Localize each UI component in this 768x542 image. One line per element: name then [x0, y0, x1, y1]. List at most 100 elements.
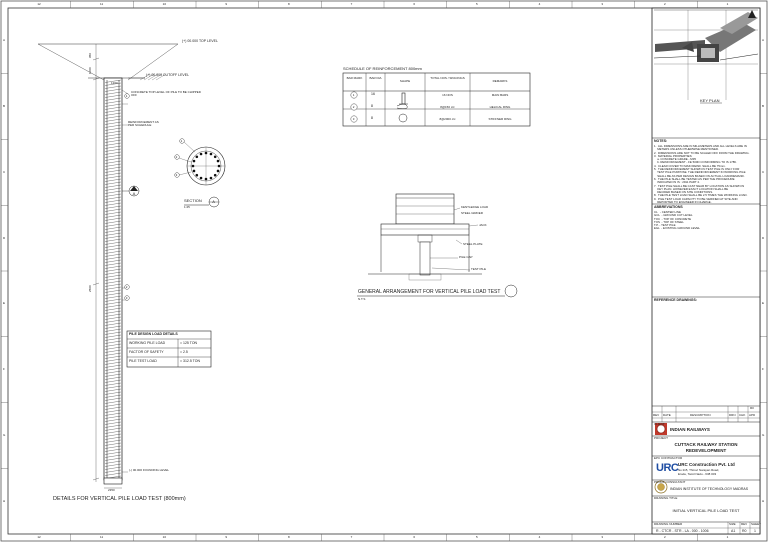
- section-bar-mark: 2: [175, 154, 178, 159]
- pile-hatch-line: [104, 133, 122, 137]
- pile-hatch-line: [104, 214, 122, 218]
- pile-hatch-line: [104, 310, 122, 314]
- pile-hatch-line: [104, 385, 122, 389]
- pile-hatch-line: [104, 118, 122, 122]
- pile-hatch-line: [104, 139, 122, 143]
- note-item: REPORTED TO ENGINEER IN CHARGE.: [654, 200, 712, 205]
- pile-hatch-line: [104, 454, 122, 458]
- grid-label: E: [762, 301, 765, 306]
- pile-hatch-line: [104, 451, 122, 455]
- size-label: SIZE: [729, 522, 736, 526]
- section-main-bar: [192, 169, 196, 173]
- pile-hatch-line: [104, 367, 122, 371]
- abbreviation-item: T.P. - TEST PILE: [654, 223, 676, 228]
- drawing-number: R - CTCR - STR - LA - 000 - 1006: [656, 528, 709, 533]
- grid-label: 3: [601, 1, 603, 6]
- grid-label: C: [762, 169, 765, 174]
- schedule-header: SHAPE: [399, 79, 411, 83]
- pile-hatch-line: [104, 334, 122, 338]
- pile-hatch-line: [104, 196, 122, 200]
- pile-hatch-line: [104, 352, 122, 356]
- grid-label: 9: [225, 1, 227, 6]
- pile-hatch-line: [104, 199, 122, 203]
- reinforcement-schedule: [342, 72, 531, 127]
- pile-hatch-line: [104, 136, 122, 140]
- pile-hatch-line: [104, 349, 122, 353]
- section-main-bar: [191, 164, 195, 168]
- pile-hatch-line: [104, 448, 122, 452]
- note-item: 5. THE REINFORCEMENT SHOWN IN TEST PILE …: [654, 167, 740, 172]
- pile-hatch-line: [104, 364, 122, 368]
- general-arrangement-drawing: [357, 193, 518, 298]
- size-value: A1: [731, 528, 736, 533]
- abbreviation-item: GCL - GROUND CUT LEVEL: [654, 213, 693, 218]
- pile-hatch-line: [104, 112, 122, 116]
- abbreviation-item: TOS - TOP OF STEEL: [654, 219, 684, 224]
- pile-hatch-line: [104, 97, 122, 101]
- pile-hatch-line: [104, 445, 122, 449]
- pile-hatch-line: [104, 424, 122, 428]
- note-item: 9. PILE TEST LOAD CAPACITY TO BE VERIFIE…: [654, 196, 738, 201]
- pile-hatch-line: [104, 331, 122, 335]
- pile-hatch-line: [104, 301, 122, 305]
- pile-hatch-line: [104, 151, 122, 155]
- section-bar-mark: 1: [180, 138, 183, 143]
- pile-load-table: [126, 330, 212, 368]
- drawing-number-label: DRAWING NUMBER: [654, 522, 683, 526]
- schedule-row-remarks: HELICAL RING: [489, 105, 511, 109]
- schedule-header: BAR DIA: [369, 76, 382, 80]
- schedule-row-dia: 16: [371, 92, 375, 96]
- pile-hatch-line: [104, 100, 122, 104]
- rev-value: R0: [742, 528, 747, 533]
- ga-scale: N.T.S: [358, 297, 366, 301]
- note-item: METERS UNLESS OTHERWISE MENTIONED.: [654, 147, 719, 152]
- pile-hatch-line: [104, 190, 122, 194]
- pile-hatch-line: [104, 400, 122, 404]
- cutoff-level-label: (+) 00.000 CUTOFF LEVEL: [146, 73, 190, 77]
- pile-elevation: A: [37, 43, 179, 489]
- dim-1000: 1000: [88, 67, 92, 74]
- grid-label: 8: [288, 534, 290, 539]
- pile-hatch-line: [104, 409, 122, 413]
- grid-label: D: [3, 235, 6, 240]
- pile-hatch-line: [104, 283, 122, 287]
- pile-hatch-line: [104, 157, 122, 161]
- key-plan-label: KEY PLAN: [700, 98, 720, 103]
- pile-hatch-line: [104, 286, 122, 290]
- pile-load-row-value: = 125 TON: [180, 341, 198, 345]
- pile-hatch-line: [104, 322, 122, 326]
- notes-list: 1. ALL DIMENSIONS ARE IN MILLIMETERS AND…: [654, 144, 758, 205]
- rev-header: DESCRIPTION: [690, 412, 711, 417]
- consultant-label: PROOF CONSULTANT: [654, 479, 686, 484]
- grid-label: G: [762, 432, 765, 437]
- pile-hatch-line: [104, 142, 122, 146]
- section-main-bar: [216, 169, 220, 173]
- pile-hatch-line: [104, 238, 122, 242]
- grid-label: A: [762, 38, 765, 43]
- grid-label: 7: [350, 534, 353, 539]
- pile-dim-1200: 1200: [111, 81, 118, 85]
- section-main-bar: [192, 159, 196, 163]
- project-line-1: CUTTACK RAILWAY STATION: [674, 442, 738, 447]
- grid-label: 1: [726, 1, 729, 6]
- schedule-header: BAR MARK: [346, 76, 363, 80]
- grid-label: 9: [225, 534, 227, 539]
- pile-hatch-line: [104, 148, 122, 152]
- section-main-bar: [204, 151, 208, 155]
- pile-hatch-line: [104, 379, 122, 383]
- grid-label: 11: [100, 534, 104, 539]
- pile-detail-title: DETAILS FOR VERTICAL PILE LOAD TEST (800…: [53, 496, 186, 502]
- section-scale: 1:25: [184, 205, 190, 209]
- pile-load-row-value: = 312.5 TON: [180, 359, 201, 363]
- schedule-header: TOTAL NOS / SPACINGS: [430, 76, 465, 80]
- dim-2500: 2500: [88, 285, 92, 292]
- founding-level-label: (-) 00.000 FOUNDING LEVEL: [129, 468, 170, 472]
- schedule-title: SCHEDULE OF REINFORCEMENT 800mm: [343, 66, 422, 71]
- pile-hatch-line: [104, 319, 122, 323]
- grid-label: 6: [413, 1, 415, 6]
- pile-hatch-line: [104, 277, 122, 281]
- bar-mark-3: 3: [125, 295, 128, 300]
- pile-load-row-key: PILE TEST LOAD: [129, 359, 157, 363]
- section-main-bar: [217, 164, 221, 168]
- pile-hatch-line: [104, 340, 122, 344]
